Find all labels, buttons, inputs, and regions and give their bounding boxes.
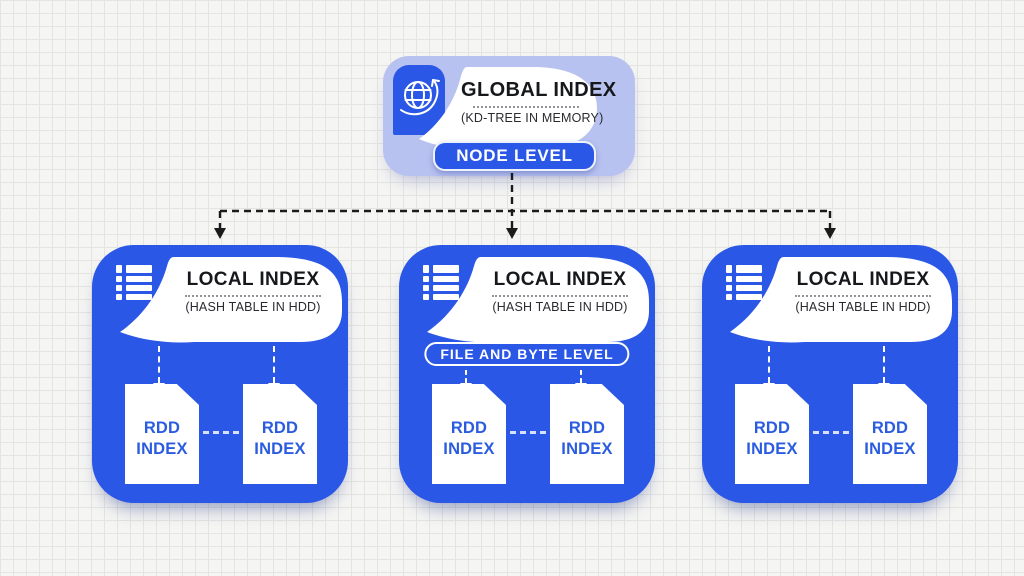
local-index-subtitle: (HASH TABLE IN HDD) [185, 300, 321, 314]
dotted-divider [491, 295, 629, 297]
rdd-index-label: RDD INDEX [254, 419, 306, 458]
doc-link-dashes [510, 431, 546, 434]
list-icon [116, 265, 156, 303]
rdd-index-doc: RDD INDEX [243, 384, 317, 484]
dotted-divider [472, 106, 580, 108]
rdd-index-doc: RDD INDEX [125, 384, 199, 484]
down-arrow [460, 370, 472, 392]
down-arrow [153, 346, 165, 392]
speech-bubble-shape [427, 257, 649, 343]
arrowhead-left [214, 228, 226, 239]
local-index-subtitle: (HASH TABLE IN HDD) [492, 300, 628, 314]
doc-link-dashes [813, 431, 849, 434]
node-level-badge-label: NODE LEVEL [456, 146, 573, 165]
local-index-bubble: LOCAL INDEX (HASH TABLE IN HDD) [728, 253, 952, 345]
down-arrow [763, 346, 775, 392]
speech-bubble-shape [730, 257, 952, 343]
doc-link-dashes [203, 431, 239, 434]
rdd-index-label: RDD INDEX [136, 419, 188, 458]
file-byte-level-badge: FILE AND BYTE LEVEL [424, 342, 630, 366]
list-icon [423, 265, 463, 303]
file-byte-level-label: FILE AND BYTE LEVEL [440, 346, 614, 362]
global-index-bubble: GLOBAL INDEX (KD-TREE IN MEMORY) [417, 64, 617, 152]
local-index-title: LOCAL INDEX [186, 269, 320, 290]
local-index-title: LOCAL INDEX [796, 269, 930, 290]
speech-bubble-shape [419, 67, 597, 150]
rdd-index-label: RDD INDEX [746, 419, 798, 458]
rdd-index-doc: RDD INDEX [432, 384, 506, 484]
local-index-node-1: LOCAL INDEX (HASH TABLE IN HDD) RDD INDE… [92, 245, 348, 503]
local-index-bubble: LOCAL INDEX (HASH TABLE IN HDD) [425, 253, 649, 345]
local-index-node-3: LOCAL INDEX (HASH TABLE IN HDD) RDD INDE… [702, 245, 958, 503]
down-arrow [575, 370, 587, 392]
speech-bubble-shape [120, 257, 342, 343]
list-icon [726, 265, 766, 303]
rdd-index-doc: RDD INDEX [735, 384, 809, 484]
rdd-index-label: RDD INDEX [443, 419, 495, 458]
global-index-node: GLOBAL INDEX (KD-TREE IN MEMORY) NODE LE… [383, 56, 635, 176]
local-index-node-2: LOCAL INDEX (HASH TABLE IN HDD) FILE AND… [399, 245, 655, 503]
global-index-subtitle: (KD-TREE IN MEMORY) [461, 111, 604, 125]
local-index-title: LOCAL INDEX [493, 269, 627, 290]
rdd-index-doc: RDD INDEX [550, 384, 624, 484]
down-arrow [878, 346, 890, 392]
globe-icon [393, 65, 445, 135]
down-arrow [268, 346, 280, 392]
global-index-title: GLOBAL INDEX [461, 79, 617, 101]
arrowhead-middle [506, 228, 518, 239]
node-level-badge: NODE LEVEL [433, 141, 596, 171]
arrowhead-right [824, 228, 836, 239]
rdd-index-label: RDD INDEX [561, 419, 613, 458]
dotted-divider [184, 295, 322, 297]
connector-arrows [214, 173, 836, 239]
dotted-divider [794, 295, 932, 297]
local-index-subtitle: (HASH TABLE IN HDD) [795, 300, 931, 314]
rdd-index-label: RDD INDEX [864, 419, 916, 458]
local-index-bubble: LOCAL INDEX (HASH TABLE IN HDD) [118, 253, 342, 345]
rdd-index-doc: RDD INDEX [853, 384, 927, 484]
